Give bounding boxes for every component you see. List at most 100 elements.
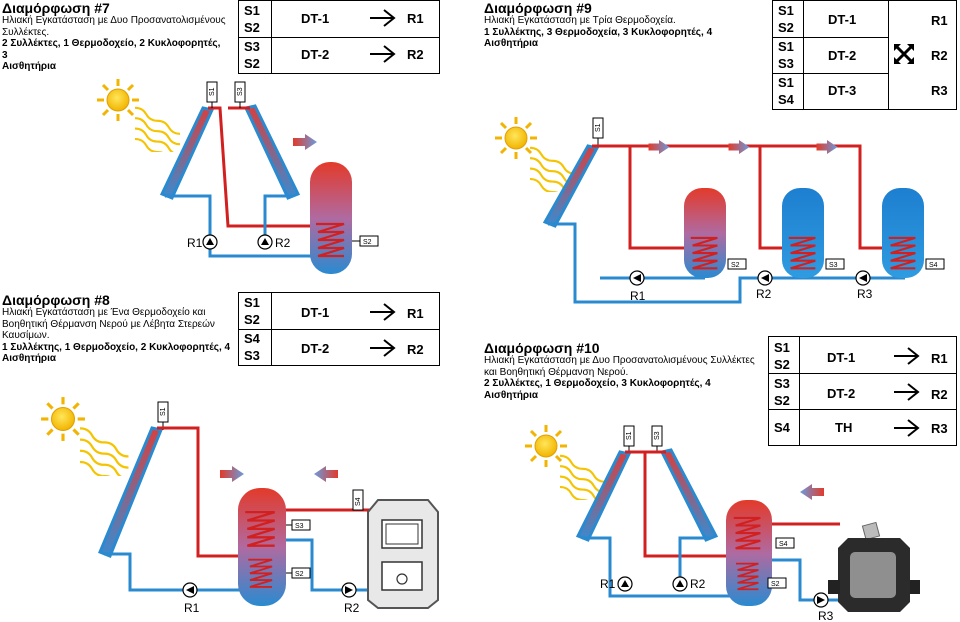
pump-icon bbox=[182, 582, 198, 598]
pump-label: R2 bbox=[275, 236, 291, 250]
relay-label: R1 bbox=[931, 13, 948, 28]
right-arrow-icon bbox=[894, 383, 920, 401]
sensor-tag: S2 bbox=[727, 258, 747, 270]
relay-label: R2 bbox=[407, 342, 424, 357]
function-label: DT-1 bbox=[301, 305, 330, 320]
sensor-tag: S3 bbox=[825, 258, 845, 270]
flow-arrow-icon bbox=[648, 140, 670, 154]
solar-collector bbox=[659, 448, 719, 542]
pump-label: R2 bbox=[756, 287, 772, 301]
sensor-label: S1 bbox=[244, 295, 260, 310]
sensor-tag-label: S4 bbox=[355, 497, 362, 506]
sensor-tag-label: S2 bbox=[731, 262, 740, 269]
heat-rays-icon bbox=[80, 425, 131, 476]
solar-collector bbox=[159, 106, 215, 200]
sensor-tag-label: S3 bbox=[829, 262, 838, 269]
pump-icon bbox=[813, 592, 829, 608]
solar-collector bbox=[98, 426, 164, 558]
panel9-diagram: S1 S2 S3 bbox=[494, 116, 945, 304]
panel8-control-table: S1 S2 DT-1 R1 S4 S3 DT-2 R2 bbox=[238, 292, 440, 366]
cross-arrows-icon bbox=[894, 44, 914, 64]
panel8-desc-line: Ηλιακή Εγκατάσταση με Ένα Θερμοδοχείο κα… bbox=[2, 307, 206, 318]
sensor-label: S1 bbox=[244, 3, 260, 18]
panel7-desc-line: Ηλιακή Εγκατάσταση με Δυο Προσανατολισμέ… bbox=[2, 15, 226, 26]
panel8-diagram: S1 S3 S2 S4 bbox=[40, 396, 439, 615]
storage-tank bbox=[238, 488, 286, 606]
pump-icon bbox=[341, 582, 357, 598]
function-label: TH bbox=[835, 420, 853, 435]
relay-label: R2 bbox=[407, 47, 424, 62]
sensor-label: S4 bbox=[244, 331, 260, 346]
pump-label: R3 bbox=[857, 287, 873, 301]
function-label: DT-1 bbox=[827, 350, 856, 365]
sensor-tag: S4 bbox=[925, 258, 945, 270]
panel8-desc-line: Καυσίμων. bbox=[2, 330, 50, 341]
panel9-spec-line: 1 Συλλέκτης, 3 Θερμοδοχεία, 3 Κυκλοφορητ… bbox=[484, 26, 713, 38]
sensor-label: S4 bbox=[778, 92, 794, 107]
storage-tank bbox=[782, 188, 824, 278]
sensor-tag-label: S2 bbox=[295, 571, 304, 578]
sensor-tag: S1 bbox=[157, 401, 169, 430]
sensor-label: S2 bbox=[774, 393, 790, 408]
relay-label: R1 bbox=[407, 11, 424, 26]
panel7-desc-line: Συλλέκτες. bbox=[2, 26, 50, 38]
sun-icon bbox=[40, 396, 86, 442]
pump-label: R1 bbox=[630, 289, 646, 303]
panel10-desc-line: Ηλιακή Εγκατάσταση με Δυο Προσανατολισμέ… bbox=[484, 355, 755, 366]
sensor-label: S1 bbox=[778, 75, 794, 90]
sensor-label: S2 bbox=[244, 312, 260, 327]
pump-label: R1 bbox=[600, 577, 616, 591]
sensor-tag-label: S3 bbox=[295, 523, 304, 530]
panel10-control-table: S1 S2 DT-1 R1 S3 S2 DT-2 R2 S4 TH R3 bbox=[768, 336, 957, 446]
sensor-tag: S1 bbox=[623, 425, 635, 452]
heat-rays-icon bbox=[135, 105, 183, 152]
sensor-tag-label: S2 bbox=[771, 581, 780, 588]
function-label: DT-2 bbox=[301, 47, 330, 62]
sensor-label: S3 bbox=[244, 348, 260, 363]
relay-label: R3 bbox=[931, 83, 948, 98]
panel10-description: Ηλιακή Εγκατάσταση με Δυο Προσανατολισμέ… bbox=[484, 355, 764, 401]
sensor-label: S4 bbox=[774, 420, 790, 435]
sensor-tag-label: S1 bbox=[595, 123, 602, 132]
sun-icon bbox=[494, 116, 538, 160]
sensor-label: S3 bbox=[244, 39, 260, 54]
pump-label: R1 bbox=[184, 601, 200, 615]
table-arrows bbox=[370, 9, 920, 437]
sensor-tag-label: S1 bbox=[626, 431, 633, 440]
sensor-label: S1 bbox=[774, 340, 790, 355]
function-label: DT-2 bbox=[301, 341, 330, 356]
panel9-spec-line: Αισθητήρια bbox=[484, 38, 539, 49]
sensor-label: S2 bbox=[778, 20, 794, 35]
panel8-spec-line: Αισθητήρια bbox=[2, 353, 57, 364]
panel7-spec-line: Αισθητήρια bbox=[2, 61, 57, 72]
panel8-spec-line: 1 Συλλέκτης, 1 Θερμοδοχείο, 2 Κυκλοφορητ… bbox=[2, 341, 231, 353]
sensor-tag: S2 bbox=[767, 577, 787, 589]
sensor-label: S1 bbox=[778, 3, 794, 18]
right-arrow-icon bbox=[894, 347, 920, 365]
flow-arrow-icon bbox=[728, 140, 750, 154]
sensor-label: S2 bbox=[774, 357, 790, 372]
pump-label: R1 bbox=[187, 236, 203, 250]
sensor-tag-label: S4 bbox=[779, 541, 788, 548]
storage-tank bbox=[684, 188, 726, 278]
sensor-tag-label: S2 bbox=[363, 239, 372, 246]
sensor-label: S3 bbox=[774, 376, 790, 391]
solid-fuel-boiler bbox=[367, 499, 439, 609]
panel10-diagram: S1 S3 S4 S2 bbox=[524, 424, 920, 622]
flow-arrow-icon bbox=[220, 466, 244, 482]
flow-arrow-icon bbox=[816, 140, 838, 154]
right-arrow-icon bbox=[370, 45, 396, 63]
panel7-title: Διαμόρφωση #7 bbox=[2, 0, 110, 16]
pump-icon bbox=[855, 270, 871, 286]
function-label: DT-2 bbox=[828, 48, 857, 63]
pump-label: R3 bbox=[818, 609, 834, 622]
sensor-tag-label: S3 bbox=[237, 87, 244, 96]
flow-arrow-icon bbox=[800, 484, 824, 500]
function-label: DT-1 bbox=[301, 11, 330, 26]
pump-label: R2 bbox=[690, 577, 706, 591]
solar-collector bbox=[243, 104, 301, 200]
function-label: DT-2 bbox=[827, 386, 856, 401]
flow-arrow-icon bbox=[293, 134, 317, 150]
pump-icon bbox=[202, 234, 218, 250]
